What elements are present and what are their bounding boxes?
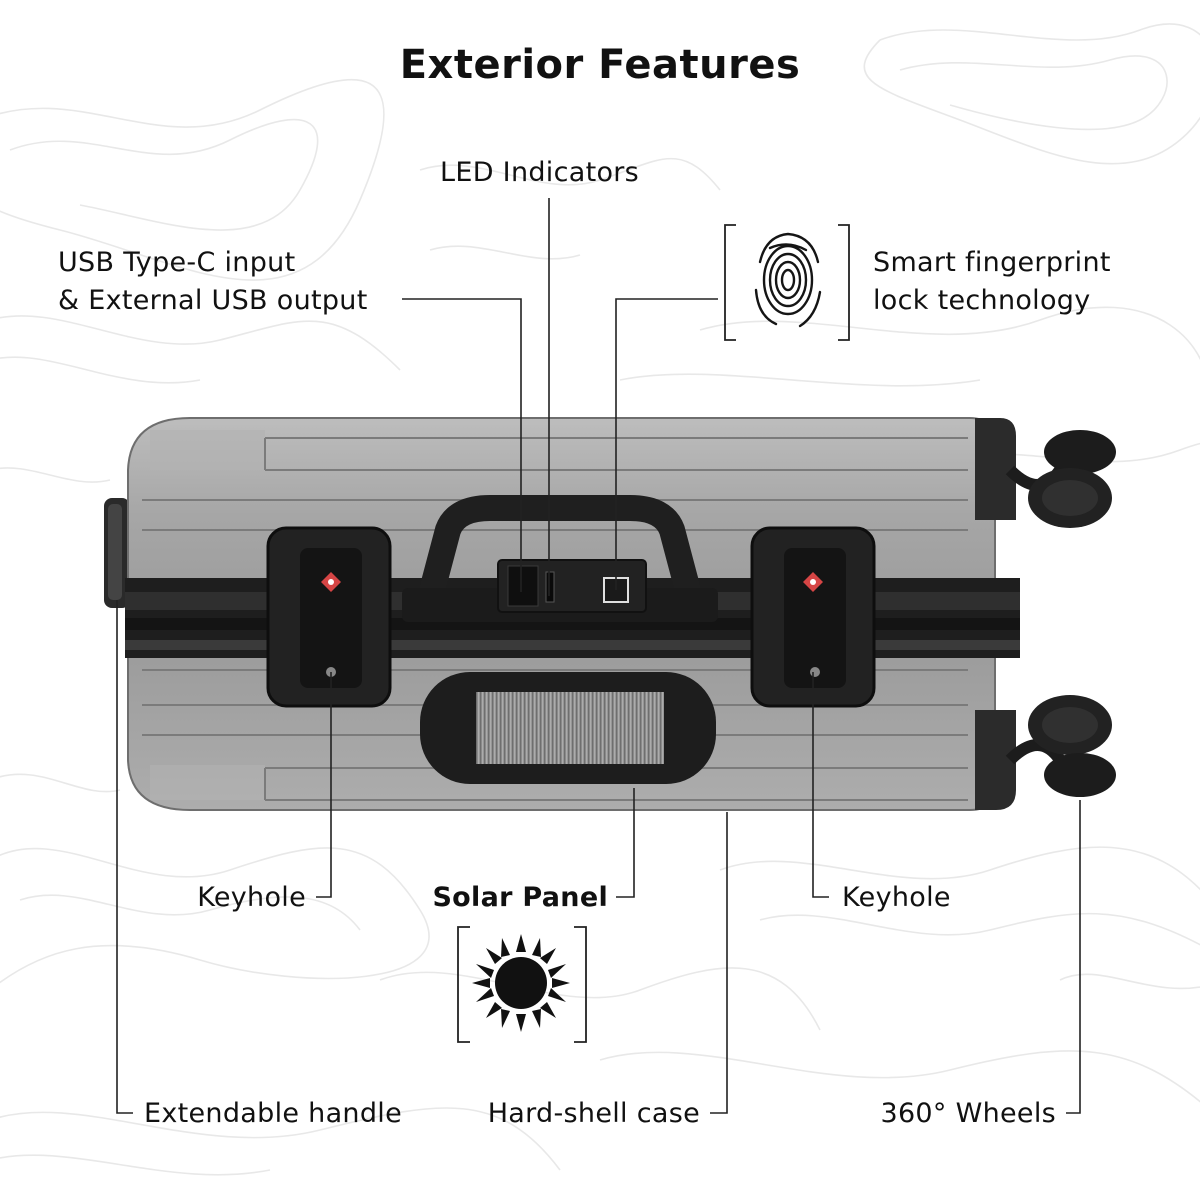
- label-usb-line2: & External USB output: [58, 285, 368, 316]
- label-360-wheels: 360° Wheels: [880, 1098, 1056, 1129]
- led-indicator: [545, 571, 555, 603]
- fingerprint-icon: [724, 224, 850, 341]
- solar-panel: [420, 672, 716, 784]
- label-keyhole-left: Keyhole: [197, 882, 306, 913]
- usb-port: [507, 565, 539, 607]
- label-fingerprint-line1: Smart fingerprint: [873, 247, 1111, 278]
- right-lock: [750, 526, 876, 708]
- extendable-handle: [104, 498, 130, 608]
- label-keyhole-right: Keyhole: [842, 882, 951, 913]
- page-title: Exterior Features: [399, 42, 801, 88]
- left-lock: [266, 526, 392, 708]
- sun-icon: [457, 926, 587, 1043]
- leader-lines: [116, 198, 1081, 1114]
- label-led-indicators: LED Indicators: [440, 157, 640, 188]
- label-hard-shell-case: Hard-shell case: [487, 1098, 700, 1129]
- label-solar-panel: Solar Panel: [432, 882, 608, 913]
- wheels: [1005, 430, 1116, 797]
- right-keyhole: [810, 667, 820, 677]
- label-fingerprint-line2: lock technology: [873, 285, 1091, 316]
- label-usb-line1: USB Type-C input: [58, 247, 296, 278]
- label-extendable-handle: Extendable handle: [144, 1098, 402, 1129]
